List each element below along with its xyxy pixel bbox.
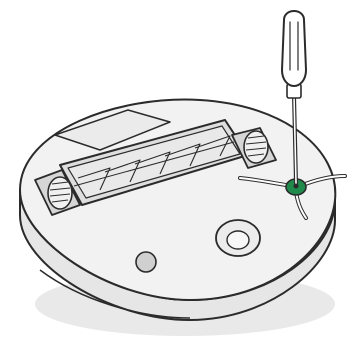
right-wheel bbox=[244, 131, 268, 163]
screwdriver-handle bbox=[282, 11, 306, 86]
caster-wheel-icon bbox=[216, 220, 260, 256]
charging-contact bbox=[136, 252, 156, 272]
caster-wheel bbox=[227, 231, 249, 249]
left-wheel bbox=[48, 177, 72, 209]
